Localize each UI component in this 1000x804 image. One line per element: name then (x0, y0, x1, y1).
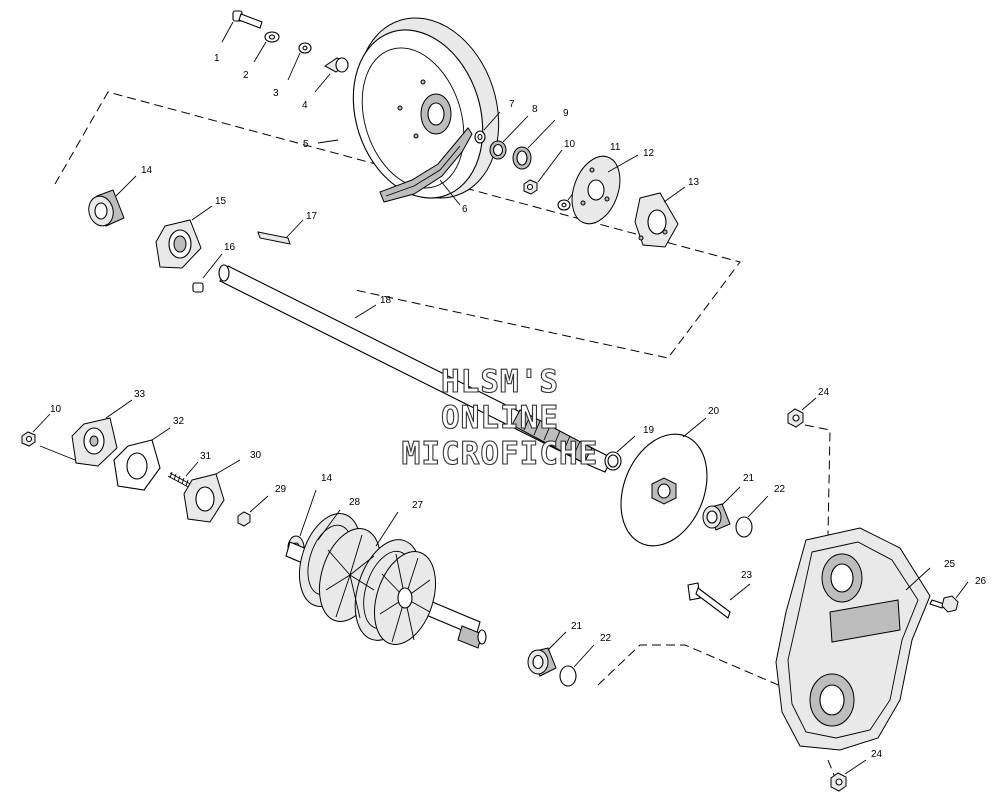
callout-31: 31 (200, 451, 212, 462)
part-chaincase (775, 527, 931, 751)
watermark-line-3: MICROFICHE (402, 436, 599, 472)
callout-12: 12 (643, 148, 655, 159)
part-nut (830, 759, 867, 792)
part-retaining-plate (571, 154, 639, 225)
part-bolt (221, 10, 263, 43)
watermark-line-2: ONLINE (441, 400, 559, 436)
callout-5: 5 (303, 139, 309, 150)
callout-21-upper: 21 (743, 473, 755, 484)
part-drive-shaft (218, 264, 613, 473)
callout-23: 23 (741, 570, 753, 581)
watermark: HLSM'S ONLINE MICROFICHE (401, 363, 599, 472)
callout-13: 13 (688, 177, 700, 188)
callout-18: 18 (380, 295, 392, 306)
callout-21-lower: 21 (571, 621, 583, 632)
part-brake-disc (620, 417, 708, 547)
part-nut (523, 149, 563, 195)
callout-20: 20 (708, 406, 720, 417)
part-bearing-flange (634, 186, 686, 248)
callout-30: 30 (250, 450, 262, 461)
callout-14-lower: 14 (321, 473, 333, 484)
callout-1: 1 (214, 53, 220, 64)
part-washer (474, 111, 501, 144)
part-seal (489, 115, 529, 160)
part-nut (237, 495, 269, 527)
callout-32: 32 (173, 416, 185, 427)
part-nut (21, 413, 81, 463)
watermark-line-1: HLSM'S (441, 364, 559, 400)
callout-14-upper: 14 (141, 165, 153, 176)
callout-28: 28 (349, 497, 361, 508)
part-track-drive-sprocket (285, 509, 487, 649)
callout-17: 17 (306, 211, 318, 222)
callout-2: 2 (243, 70, 249, 81)
part-nut (787, 397, 817, 428)
part-key (257, 219, 304, 245)
part-seal (559, 644, 595, 687)
part-bearing (702, 486, 741, 531)
callout-8: 8 (532, 104, 538, 115)
callout-25: 25 (944, 559, 956, 570)
callout-16: 16 (224, 242, 236, 253)
part-seal (512, 119, 556, 170)
part-o-ring (604, 435, 636, 471)
part-bearing-flange (155, 205, 213, 269)
callout-11: 11 (610, 142, 621, 153)
part-seal (735, 495, 769, 538)
part-bolt (192, 253, 223, 293)
part-bolt (929, 581, 969, 613)
callout-24-lower: 24 (871, 749, 883, 760)
upper-assembly-outline (54, 91, 741, 359)
part-bearing (88, 175, 137, 227)
callout-7: 7 (509, 99, 515, 110)
callout-3: 3 (273, 88, 279, 99)
callout-10-upper: 10 (564, 139, 576, 150)
callout-27: 27 (412, 500, 424, 511)
callout-19: 19 (643, 425, 655, 436)
part-bearing (527, 631, 567, 677)
part-bearing-flange (183, 459, 241, 523)
part-washer (253, 31, 280, 63)
part-stud (167, 461, 199, 489)
callout-10-lower: 10 (50, 404, 62, 415)
callout-24-upper: 24 (818, 387, 830, 398)
callout-4: 4 (302, 100, 308, 111)
part-gasket (113, 427, 171, 491)
callout-15: 15 (215, 196, 227, 207)
callout-33: 33 (134, 389, 146, 400)
callout-6: 6 (462, 204, 468, 215)
part-bolt (687, 582, 751, 619)
callout-9: 9 (563, 108, 569, 119)
callout-22-upper: 22 (774, 484, 786, 495)
part-bushing (314, 57, 349, 93)
part-drive-chain (379, 127, 473, 206)
part-washer (287, 42, 312, 81)
callout-labels: 1 2 3 4 5 6 7 8 9 10 11 12 13 14 15 16 1… (50, 53, 987, 760)
callout-29: 29 (275, 484, 287, 495)
callout-22-lower: 22 (600, 633, 612, 644)
part-bearing-flange (71, 399, 133, 467)
callout-26: 26 (975, 576, 987, 587)
